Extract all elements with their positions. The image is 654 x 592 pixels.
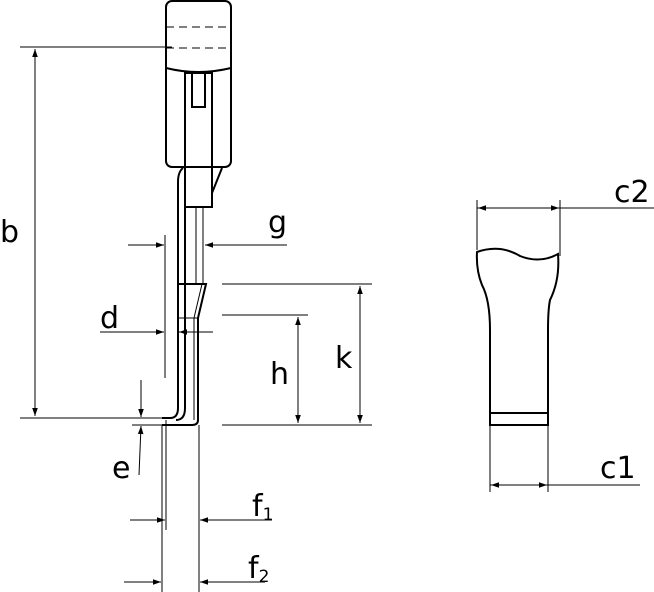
label-k: k <box>335 341 353 376</box>
dimension-f: f1 f2 <box>124 420 273 592</box>
dimension-g: g <box>128 205 287 300</box>
dimension-e: e <box>112 380 162 486</box>
label-g: g <box>268 205 287 240</box>
dimension-h-k: h k <box>222 283 372 426</box>
label-f1: f1 <box>252 489 273 525</box>
tool-front-view: c2 c1 <box>475 175 654 492</box>
label-b: b <box>0 215 19 250</box>
tool-side-view <box>162 0 232 426</box>
label-c2: c2 <box>614 175 650 210</box>
dimension-d: d <box>100 300 213 378</box>
label-d: d <box>100 301 119 336</box>
label-c1: c1 <box>600 451 636 486</box>
label-e: e <box>112 451 130 486</box>
dimension-b: b <box>0 46 172 419</box>
label-h: h <box>270 357 289 392</box>
label-f2: f2 <box>248 551 269 587</box>
